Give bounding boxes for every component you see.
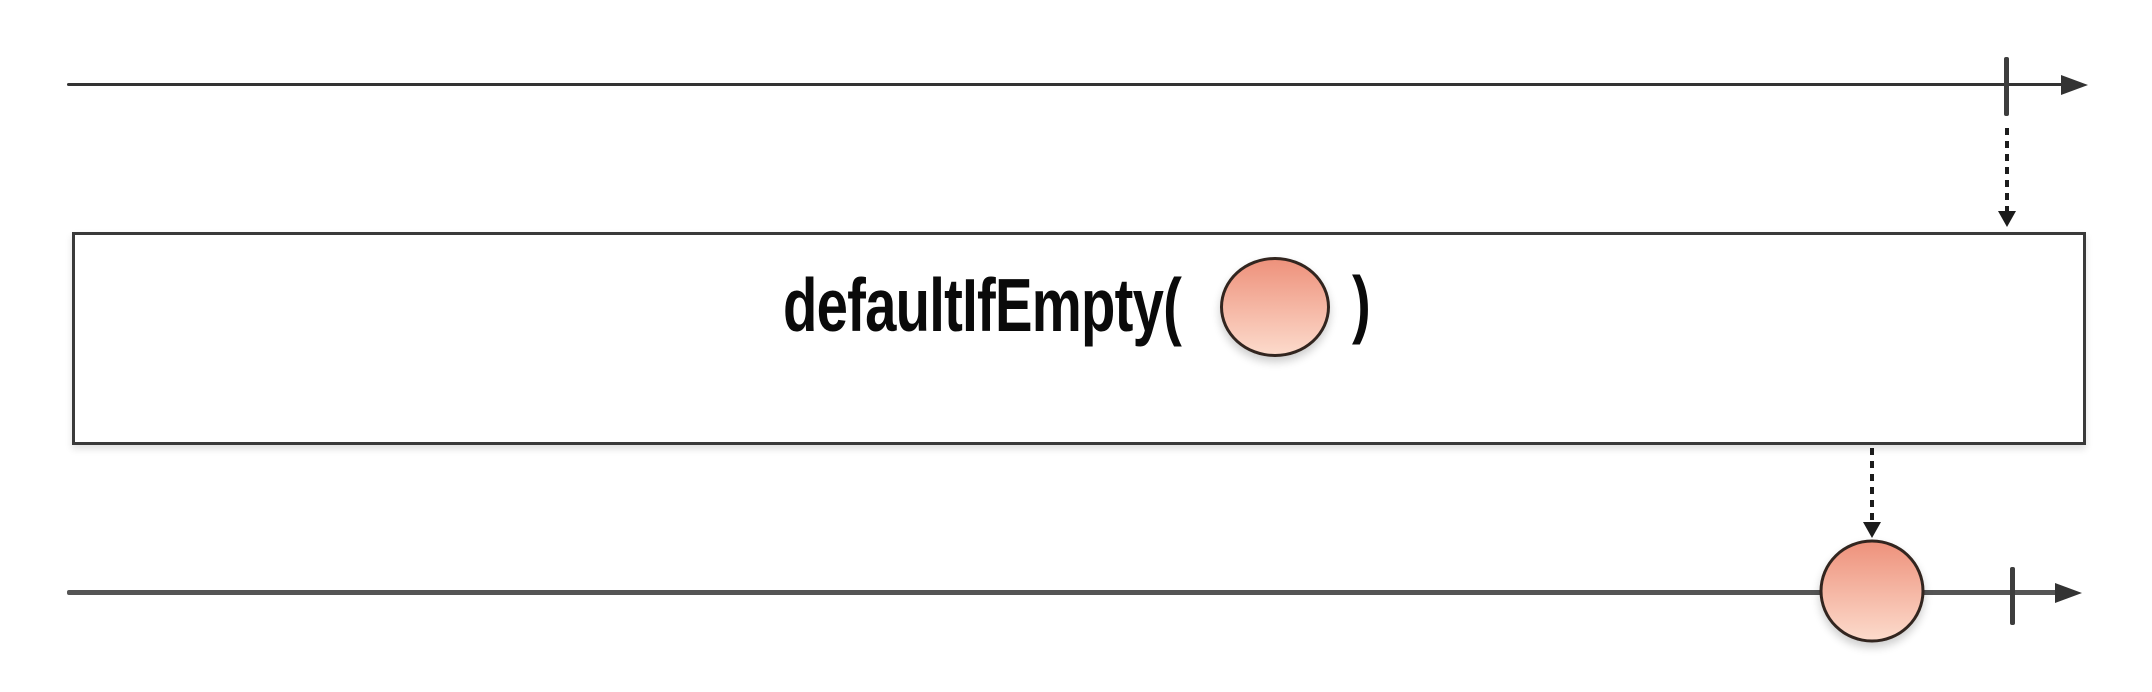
input-complete-tick (2004, 57, 2009, 116)
output-timeline (67, 590, 2059, 595)
operator-box (72, 232, 2086, 445)
input-to-operator-arrowhead-icon (1998, 211, 2016, 227)
output-complete-tick (2010, 567, 2015, 625)
input-timeline-arrowhead-icon (2061, 75, 2088, 95)
input-to-operator-dashed-line (2005, 128, 2009, 212)
output-timeline-arrowhead-icon (2055, 583, 2082, 603)
operator-to-output-arrowhead-icon (1863, 522, 1881, 538)
default-value-marble (1220, 257, 1330, 357)
operator-closing-paren: ) (1352, 261, 1371, 345)
operator-to-output-dashed-line (1870, 448, 1874, 523)
operator-label: defaultIfEmpty( (783, 263, 1182, 347)
output-default-marble (1819, 539, 1925, 643)
input-timeline (67, 83, 2065, 86)
